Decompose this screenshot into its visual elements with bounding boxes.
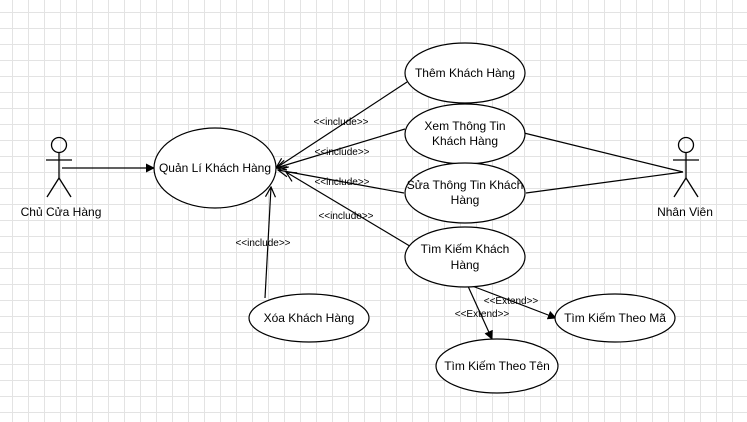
staff-left-leg (673, 177, 687, 198)
usecase-view-label-2: Khách Hàng (432, 134, 498, 148)
usecase-view[interactable]: Xem Thông Tin Khách Hàng (404, 103, 526, 165)
staff-head (677, 136, 695, 154)
usecase-add-label: Thêm Khách Hàng (415, 66, 515, 80)
usecase-manage-label: Quản Lí Khách Hàng (159, 161, 271, 175)
staff-view-edge (523, 132, 684, 173)
staff-right-leg (685, 177, 699, 198)
usecase-delete-label: Xóa Khách Hàng (264, 311, 355, 325)
staff-actor[interactable]: Nhân Viên (657, 136, 713, 220)
extend-code-label: <<Extend>> (484, 296, 539, 307)
usecase-view-label-1: Xem Thông Tin (424, 119, 505, 133)
include-view-label: <<include>> (314, 147, 369, 158)
include-add-edge (276, 81, 408, 168)
include-delete-label: <<include>> (235, 238, 290, 249)
usecase-edit[interactable]: Sửa Thông Tin Khách Hàng (404, 162, 526, 224)
include-add-label: <<include>> (313, 117, 368, 128)
extend-code-edge (466, 283, 557, 320)
extend-name-edge (466, 283, 493, 340)
usecase-by-code-label: Tìm Kiếm Theo Mã (564, 311, 666, 325)
include-delete-edge (264, 187, 271, 299)
usecase-by-name-label: Tìm Kiếm Theo Tên (444, 359, 550, 373)
include-view-edge (276, 128, 406, 168)
usecase-search-label-1: Tìm Kiếm Khách (421, 242, 510, 256)
owner-label: Chủ Cửa Hàng (21, 205, 102, 219)
staff-label: Nhân Viên (657, 205, 713, 219)
include-search-edge (286, 172, 414, 249)
usecase-delete[interactable]: Xóa Khách Hàng (248, 293, 370, 343)
usecase-by-name[interactable]: Tìm Kiếm Theo Tên (435, 338, 559, 394)
include-edit-label: <<include>> (314, 177, 369, 188)
usecase-add[interactable]: Thêm Khách Hàng (404, 42, 526, 104)
include-search-label: <<include>> (318, 211, 373, 222)
staff-edit-edge (525, 171, 684, 194)
extend-name-label: <<Extend>> (455, 309, 510, 320)
usecase-search-label-2: Hàng (451, 258, 480, 272)
usecase-manage[interactable]: Quản Lí Khách Hàng (153, 127, 277, 209)
usecase-edit-label-1: Sửa Thông Tin Khách (407, 178, 524, 192)
usecase-by-code[interactable]: Tìm Kiếm Theo Mã (554, 293, 676, 343)
owner-right-leg (58, 177, 72, 198)
usecase-edit-label-2: Hàng (451, 193, 480, 207)
owner-actor[interactable]: Chủ Cửa Hàng (21, 136, 102, 220)
include-edit-edge (278, 170, 405, 194)
owner-head (50, 136, 68, 154)
owner-left-leg (46, 177, 60, 198)
usecase-search[interactable]: Tìm Kiếm Khách Hàng (404, 226, 526, 288)
